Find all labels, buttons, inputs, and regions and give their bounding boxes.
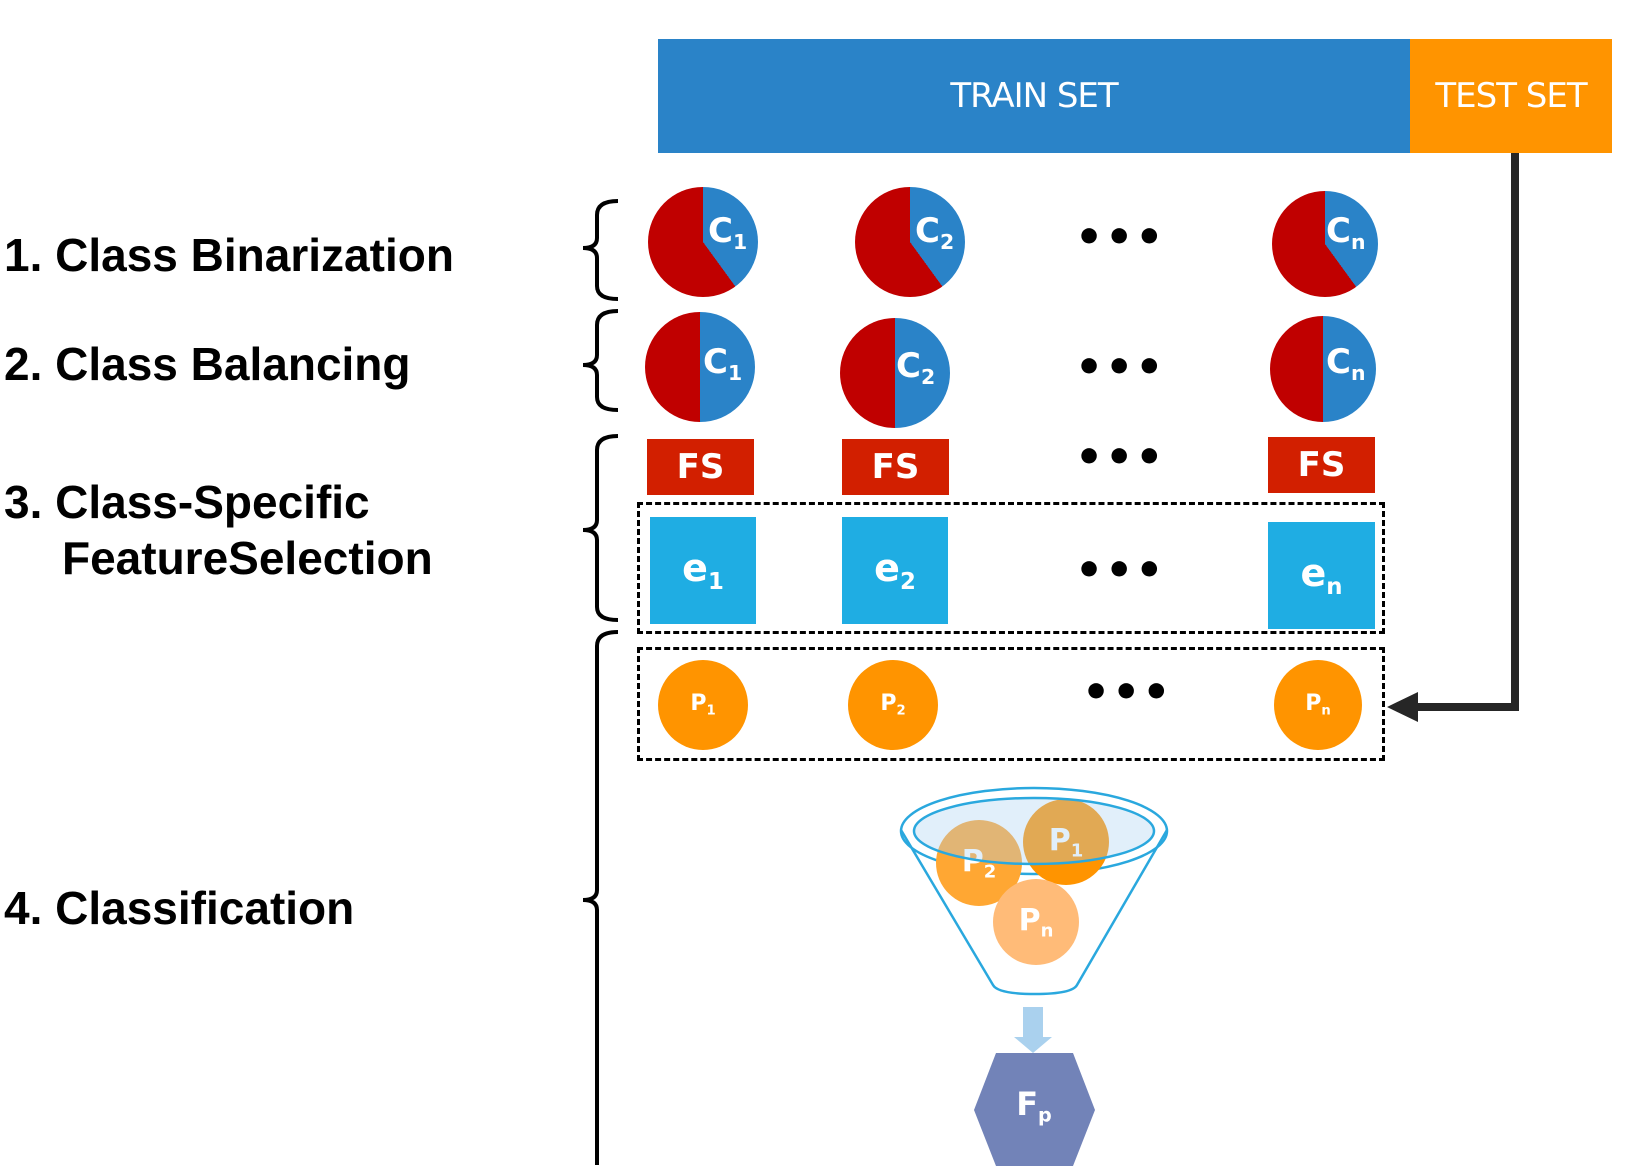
step-4-label: 4. Classification <box>4 882 355 934</box>
predictions-dashed-group <box>637 647 1385 761</box>
final-prediction-hexagon <box>974 1053 1095 1166</box>
binarization-pie-2: C2 <box>855 187 965 297</box>
binarization-pie-1: C1 <box>648 187 758 297</box>
final-prediction-label: Fp <box>1016 1085 1052 1127</box>
brace-step-1 <box>582 199 619 301</box>
test-set-bar: TEST SET <box>1410 39 1612 153</box>
fs-ellipsis: ••• <box>1075 432 1166 483</box>
fs-box-n: FS <box>1268 437 1375 493</box>
balancing-pie-n: Cn <box>1270 316 1376 422</box>
estimator-box-n: en <box>1268 522 1375 629</box>
estimator-box-1: e1 <box>650 517 756 624</box>
pie-label: C2 <box>896 346 936 390</box>
balancing-ellipsis: ••• <box>1075 342 1166 393</box>
prediction-n: Pn <box>1274 660 1362 750</box>
step-2-label: 2. Class Balancing <box>4 338 411 390</box>
fs-box-1: FS <box>647 439 754 495</box>
prediction-2: P2 <box>848 660 938 750</box>
pie-label: Cn <box>1326 342 1366 386</box>
balancing-pie-1: C1 <box>645 312 755 422</box>
test-set-arrow-line <box>1410 153 1519 711</box>
funnel-body <box>899 829 1169 996</box>
fs-box-2: FS <box>842 439 949 495</box>
funnel-output-arrow <box>1014 1007 1052 1053</box>
balancing-pie-2: C2 <box>840 318 950 428</box>
step-3-label: 3. Class-Specific FeatureSelection <box>4 476 433 584</box>
pie-label: C1 <box>703 342 743 386</box>
brace-step-4 <box>582 630 619 1165</box>
test-set-arrow-head <box>1387 692 1418 722</box>
pie-label: C1 <box>708 211 748 255</box>
brace-step-3 <box>582 434 619 622</box>
test-set-label: TEST SET <box>1435 76 1587 116</box>
train-set-bar: TRAIN SET <box>658 39 1410 153</box>
predictions-ellipsis: ••• <box>1082 667 1173 718</box>
step-1-label: 1. Class Binarization <box>4 229 454 281</box>
pie-label: Cn <box>1326 211 1366 255</box>
pie-label: C2 <box>915 211 955 255</box>
estimators-ellipsis: ••• <box>1075 545 1166 596</box>
funnel-rim-outer <box>899 786 1169 876</box>
estimators-dashed-group <box>637 502 1385 634</box>
brace-group <box>582 199 619 1165</box>
estimator-box-2: e2 <box>842 517 948 624</box>
train-set-label: TRAIN SET <box>950 76 1118 116</box>
prediction-1: P1 <box>658 660 748 750</box>
funnel <box>899 786 1169 996</box>
binarization-ellipsis: ••• <box>1075 212 1166 263</box>
funnel-ball-p1: P1 <box>1023 799 1109 885</box>
brace-step-2 <box>582 309 619 412</box>
funnel-ball-pn: Pn <box>993 879 1079 965</box>
binarization-pie-n: Cn <box>1272 191 1378 297</box>
